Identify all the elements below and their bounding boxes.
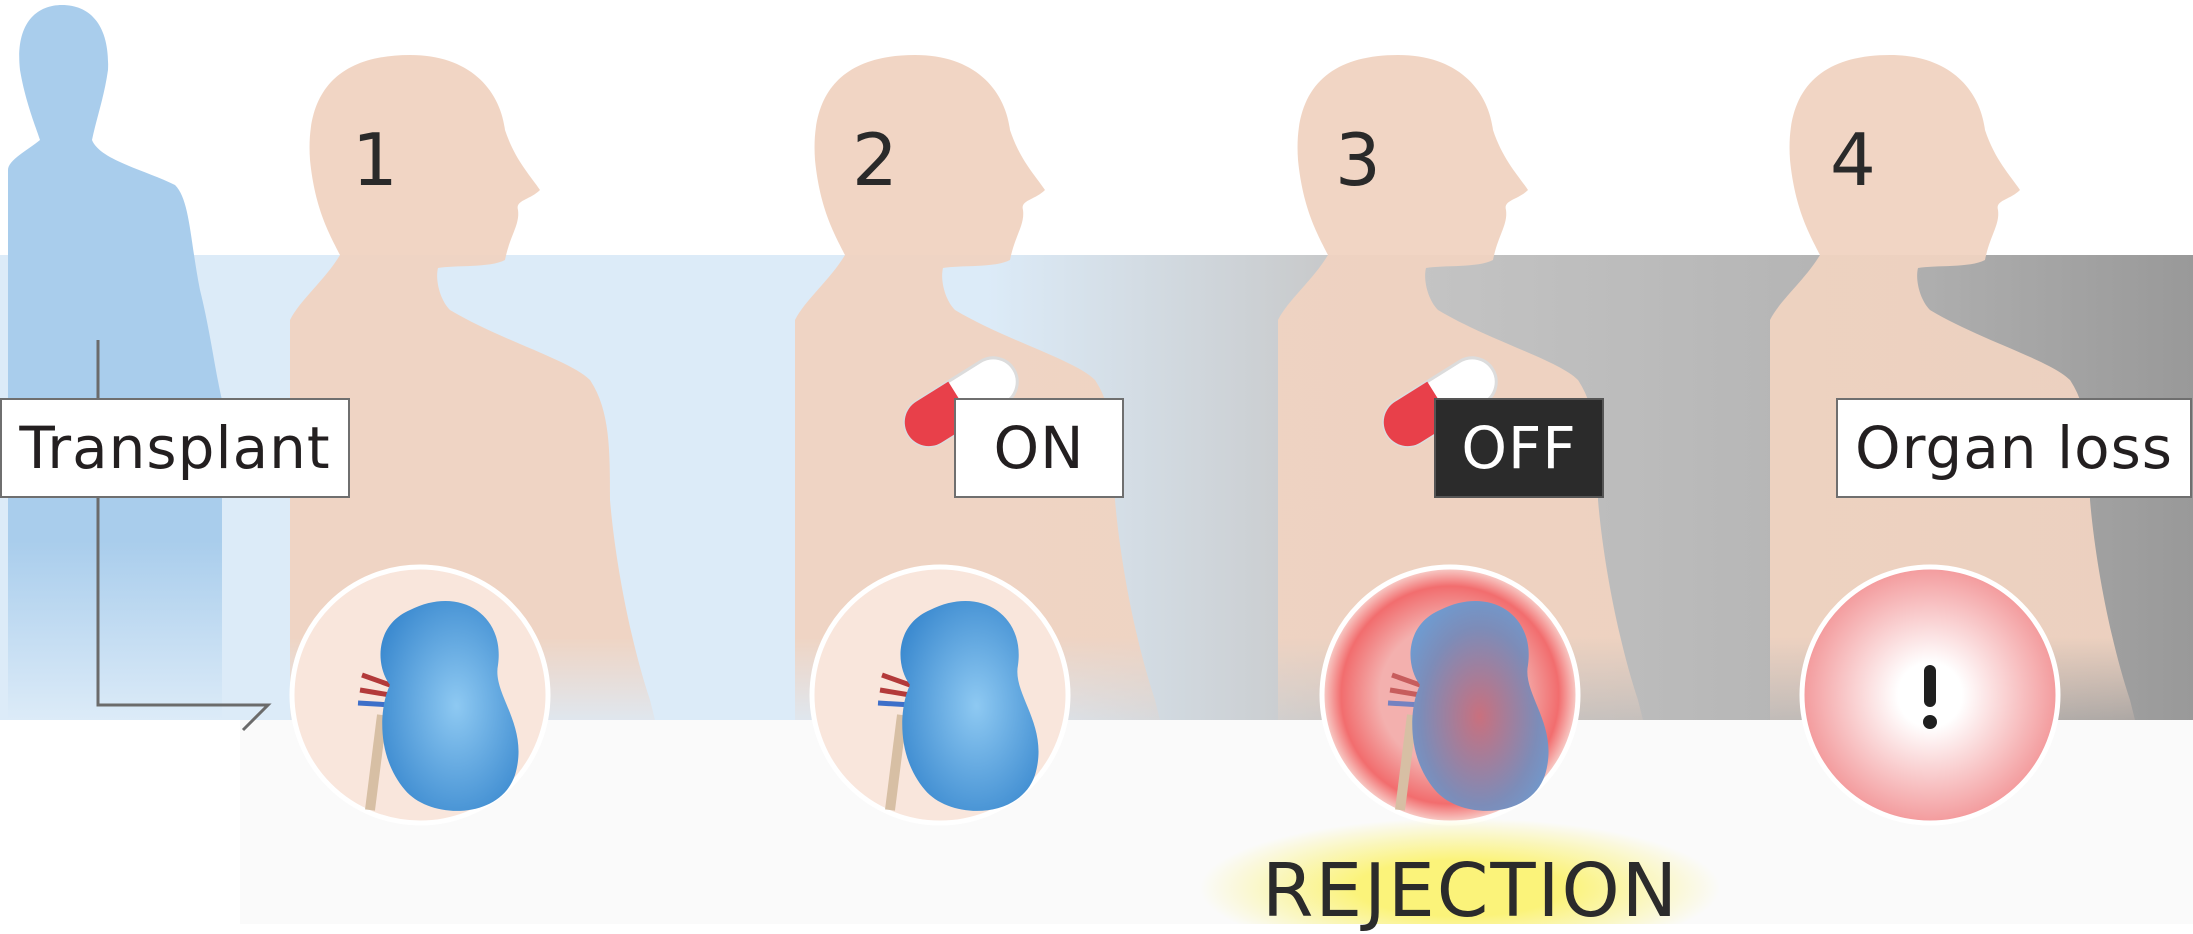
step-number-1: 1 [352, 118, 398, 202]
step-label-on: ON [954, 398, 1124, 498]
step-label-off: OFF [1434, 398, 1604, 498]
kidney-icon [292, 567, 548, 823]
step-number-4: 4 [1830, 118, 1876, 202]
kidney-icon [812, 567, 1068, 823]
outcome-label-rejection: REJECTION [1262, 848, 1679, 934]
step-number-3: 3 [1335, 118, 1381, 202]
step-label-organ-loss: Organ loss [1836, 398, 2192, 498]
organ-loss-icon [1802, 567, 2058, 823]
step-label-transplant: Transplant [0, 398, 350, 498]
exclamation-icon [1923, 665, 1937, 729]
kidney-rejection-icon [1322, 567, 1578, 823]
step-number-2: 2 [852, 118, 898, 202]
donor-figure-icon [8, 5, 222, 720]
